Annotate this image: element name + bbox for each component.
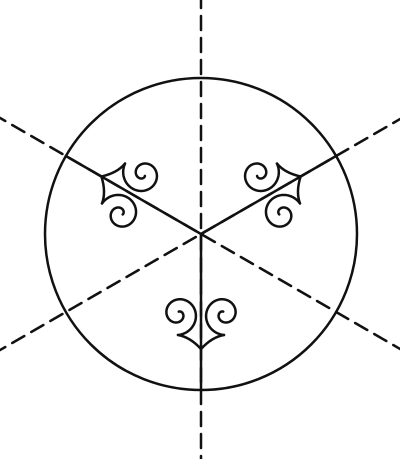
stem-right-1: [199, 333, 226, 351]
spiral-motifs: [100, 162, 302, 351]
stem-left-3: [296, 175, 302, 205]
motif-2: [100, 162, 159, 228]
radial-line-3: [64, 154, 203, 236]
spiral-right-1: [204, 297, 237, 337]
spiral-left-1: [165, 297, 198, 337]
radial-line-1: [199, 154, 338, 236]
spiral-right-3: [243, 162, 281, 193]
stem-left-1: [176, 333, 203, 351]
spiral-right-2: [100, 193, 138, 228]
spiral-left-3: [264, 193, 302, 228]
spiral-left-2: [121, 162, 159, 193]
motif-1: [165, 297, 237, 351]
sector-lines: [64, 154, 338, 392]
dashed-axis-2: [0, 116, 400, 351]
stem-right-2: [100, 175, 106, 205]
motif-3: [243, 162, 302, 228]
dashed-axis-3: [0, 117, 400, 352]
stem-right-3: [275, 162, 302, 178]
stem-left-2: [100, 162, 127, 178]
